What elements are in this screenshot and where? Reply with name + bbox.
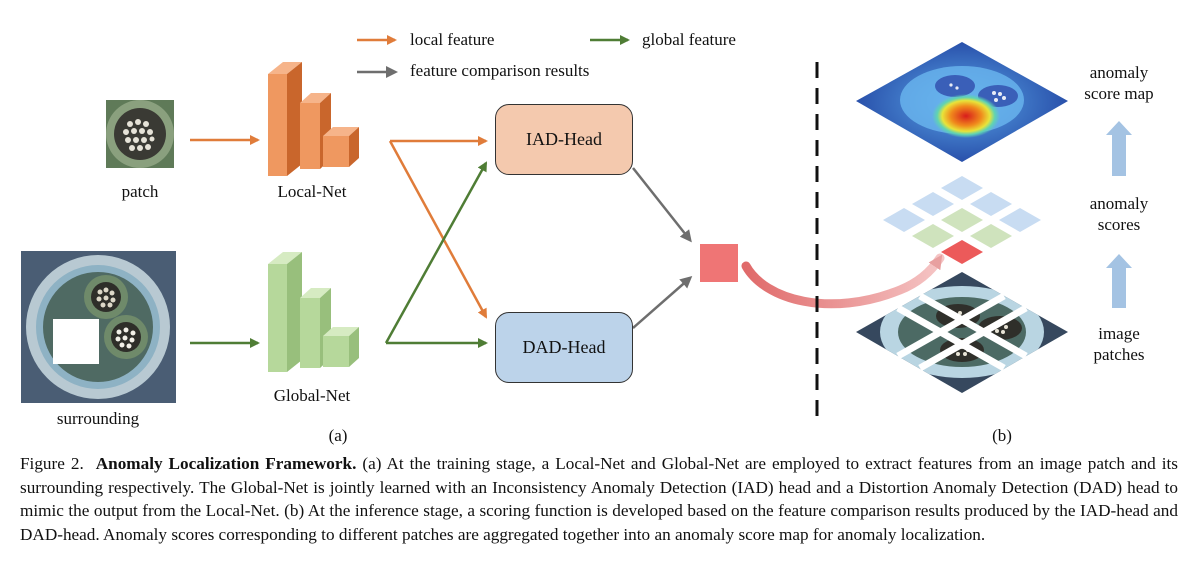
score-cell [941,176,983,200]
anomaly-scores-line-1: anomaly [1089,194,1149,213]
iad-head-label: IAD-Head [526,129,602,149]
comparison-result-square [700,244,738,282]
anomaly-score-map-line-1: anomaly [1089,63,1149,82]
local-net-blocks [268,62,359,176]
caption-title: Anomaly Localization Framework. [95,454,357,473]
score-cell [999,208,1041,232]
patch-image [106,100,174,168]
iad-head-box: IAD-Head [495,104,633,175]
anomaly-scores-grid [883,176,1041,264]
patch-label: patch [121,182,159,201]
caption-figure-label: Figure 2. [20,454,84,473]
local-feature-arrows [388,136,488,319]
dad-head-label: DAD-Head [522,337,606,357]
legend-comparison-label: feature comparison results [410,61,590,80]
score-cell [941,208,983,232]
score-cell-anomalous [941,240,983,264]
anomaly-score-map [856,42,1068,162]
comparison-arrows [632,167,693,329]
masked-patch-region [53,319,99,364]
local-net-label: Local-Net [277,182,347,201]
score-cell [970,224,1012,248]
legend [357,35,630,78]
framework-diagram [21,35,1132,420]
caption-body: (a) At the training stage, a Local-Net a… [20,454,1178,544]
anomaly-score-map-label: anomaly score map [1074,62,1164,104]
global-feature-arrows [384,161,488,348]
figure-caption: Figure 2. Anomaly Localization Framework… [20,452,1178,546]
anomaly-score-map-line-2: score map [1084,84,1154,103]
score-cell [970,192,1012,216]
image-patches-label: image patches [1074,323,1164,365]
panel-a-label: (a) [328,426,348,445]
image-patches-line-1: image [1098,324,1140,343]
panel-b-label: (b) [992,426,1012,445]
anomaly-scores-line-2: scores [1097,215,1141,234]
score-swoosh-arrow [741,253,945,309]
image-patches-line-2: patches [1093,345,1145,364]
upward-arrow-bottom [1106,254,1132,308]
legend-global-label: global feature [642,30,736,49]
global-net-blocks [268,252,359,372]
legend-local-label: local feature [410,30,495,49]
dad-head-box: DAD-Head [495,312,633,383]
score-cell [912,224,954,248]
score-cell [883,208,925,232]
surrounding-label: surrounding [56,409,140,428]
surrounding-image [21,251,176,403]
anomaly-scores-label: anomaly scores [1074,193,1164,235]
upward-arrow-top [1106,121,1132,176]
score-cell [912,192,954,216]
global-net-label: Global-Net [273,386,351,405]
